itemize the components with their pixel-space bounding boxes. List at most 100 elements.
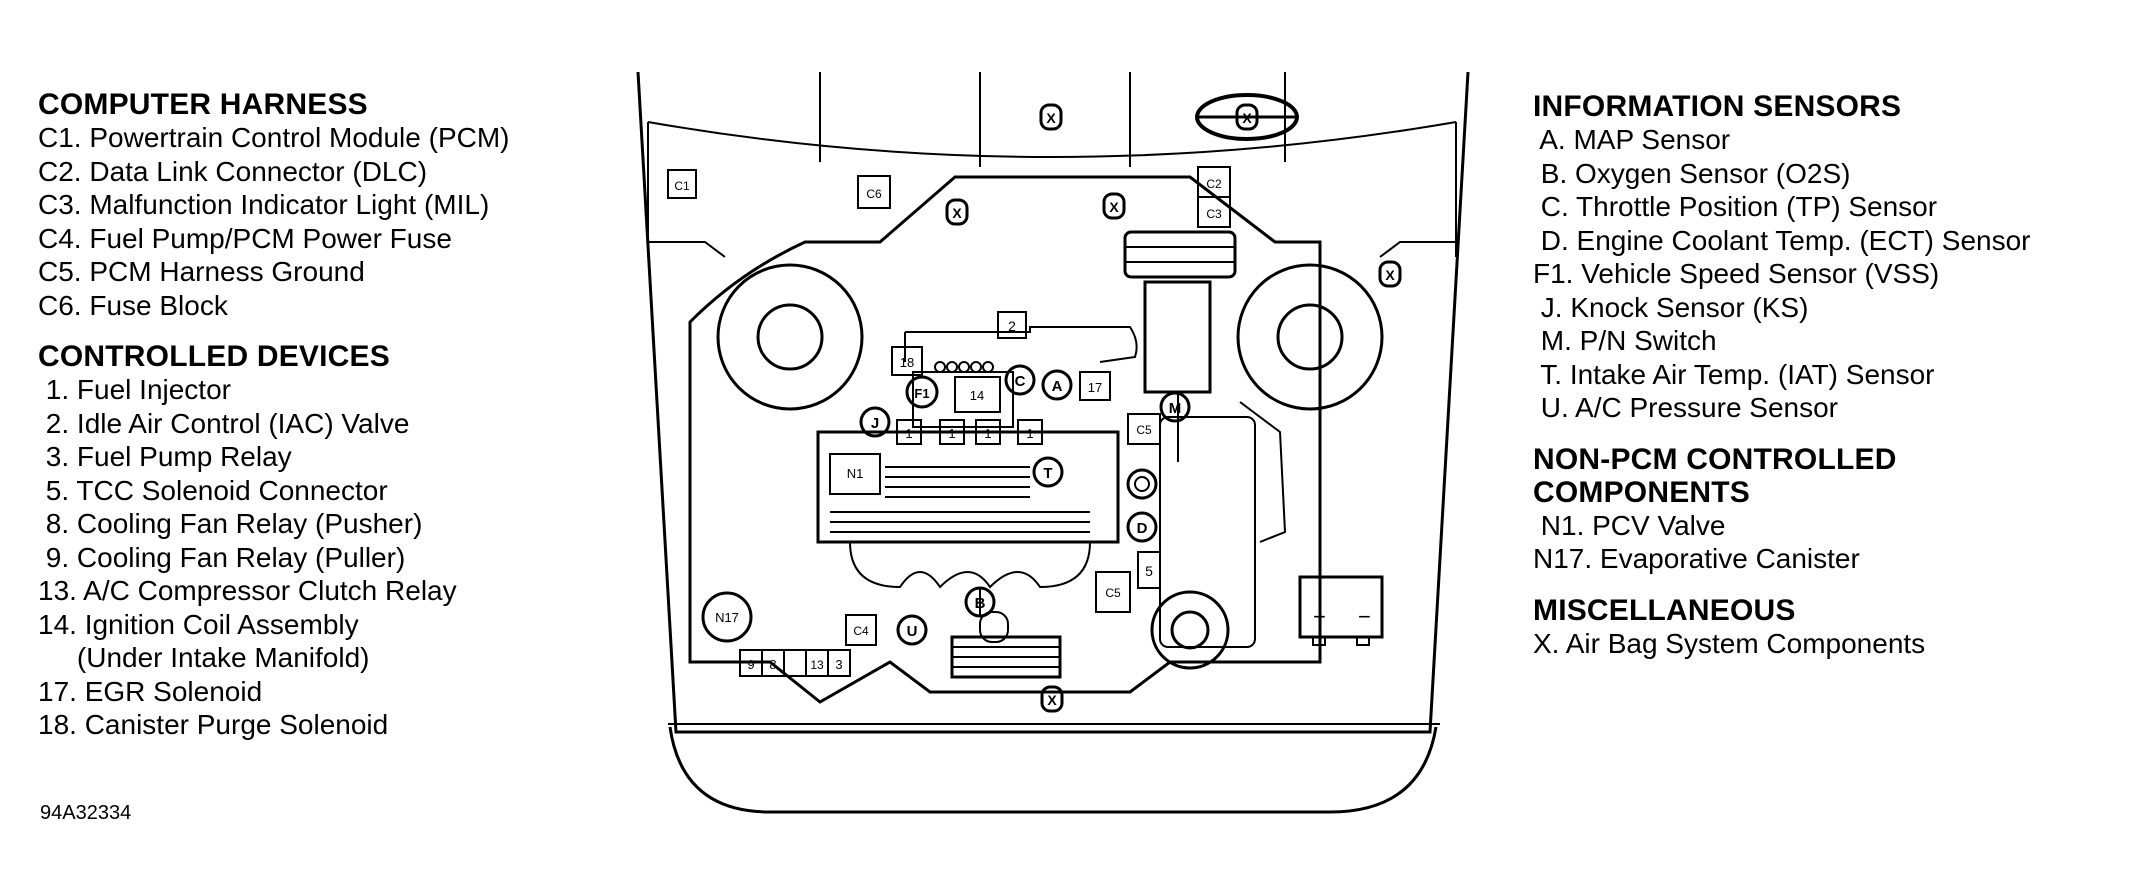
front-bumper	[668, 726, 1438, 814]
legend-item: 18. Canister Purge Solenoid	[38, 709, 389, 740]
battery-plus: +	[1313, 604, 1326, 629]
svg-text:M: M	[1169, 400, 1182, 417]
legend-item: M. P/N Switch	[1533, 325, 1717, 356]
c6-box: C6	[857, 175, 891, 209]
legend-item: C6. Fuse Block	[38, 289, 228, 321]
svg-text:X: X	[1242, 110, 1252, 126]
device-14-box: 14	[954, 376, 1001, 413]
svg-text:17: 17	[1088, 380, 1102, 395]
legend-item: U. A/C Pressure Sensor	[1533, 392, 1839, 423]
svg-text:C2: C2	[1206, 177, 1222, 191]
svg-text:X: X	[1385, 267, 1395, 283]
sensor-f1: F1	[905, 375, 939, 409]
sensor-a: A	[1041, 369, 1073, 401]
sensor-c: C	[1004, 364, 1036, 396]
sensor-t: T	[1032, 456, 1064, 488]
svg-text:C5: C5	[1136, 423, 1152, 437]
legend-item: C1. Powertrain Control Module (PCM)	[38, 122, 510, 153]
intake-manifold	[816, 430, 1120, 544]
legend-item: A. MAP Sensor	[1533, 124, 1731, 155]
engine-bay	[688, 175, 1322, 704]
svg-text:X: X	[1047, 692, 1057, 708]
svg-text:C1: C1	[674, 179, 690, 193]
left-legend: COMPUTER HARNESS C1. Powertrain Control …	[38, 88, 510, 742]
svg-text:N1: N1	[847, 466, 864, 481]
svg-text:X: X	[1046, 110, 1056, 126]
device-2-box: 2	[997, 311, 1027, 339]
n1-label: N1	[829, 453, 881, 495]
c2-box: C2	[1197, 166, 1231, 198]
legend-item: C4. Fuel Pump/PCM Power Fuse	[38, 222, 452, 254]
left-strut-tower	[716, 263, 864, 411]
legend-item: D. Engine Coolant Temp. (ECT) Sensor	[1533, 224, 2031, 256]
injector-box: 1	[939, 419, 965, 445]
device-18-box: 18	[891, 346, 923, 376]
airbag-marker: X	[1235, 103, 1259, 131]
airbag-marker: X	[1378, 260, 1402, 288]
legend-item: X. Air Bag System Components	[1533, 627, 1926, 659]
legend-item: C2. Data Link Connector (DLC)	[38, 155, 428, 187]
svg-text:13: 13	[810, 658, 824, 672]
svg-text:C3: C3	[1206, 207, 1222, 221]
figure-code: 94A32334	[40, 802, 132, 824]
injector-box: 1	[1017, 419, 1043, 445]
svg-text:14: 14	[970, 388, 984, 403]
device-17-box: 17	[1079, 371, 1111, 401]
legend-item: N1. PCV Valve	[1533, 509, 1726, 541]
svg-text:5: 5	[1145, 563, 1153, 579]
sensor-b: B	[964, 586, 996, 618]
miscellaneous-heading: MISCELLANEOUS	[1533, 593, 1796, 627]
legend-item: 17. EGR Solenoid	[38, 675, 263, 707]
svg-text:18: 18	[900, 355, 914, 370]
legend-item: C. Throttle Position (TP) Sensor	[1533, 191, 1938, 222]
svg-text:C6: C6	[866, 187, 882, 201]
airbag-marker: X	[1040, 685, 1064, 713]
airbag-marker: X	[945, 198, 969, 226]
legend-item: 5. TCC Solenoid Connector	[38, 474, 388, 506]
svg-text:F1: F1	[914, 386, 929, 401]
legend-item: 9. Cooling Fan Relay (Puller)	[38, 541, 406, 573]
legend-item: 1. Fuel Injector	[38, 374, 231, 405]
airbag-marker: X	[1039, 103, 1063, 131]
legend-item: 2. Idle Air Control (IAC) Valve	[38, 407, 410, 439]
legend-item: B. Oxygen Sensor (O2S)	[1533, 157, 1851, 189]
svg-text:T: T	[1043, 465, 1052, 482]
svg-text:1: 1	[905, 426, 912, 441]
non-pcm-heading-line2: COMPONENTS	[1533, 475, 1751, 509]
airbag-marker: X	[1102, 192, 1126, 220]
legend-item: 14. Ignition Coil Assembly	[38, 608, 359, 640]
c4-box: C4	[845, 614, 877, 646]
svg-text:B: B	[975, 595, 986, 612]
svg-text:C: C	[1015, 373, 1026, 390]
legend-item: C5. PCM Harness Ground	[38, 256, 365, 287]
battery-minus: −	[1358, 604, 1371, 629]
controlled-devices-heading: CONTROLLED DEVICES	[38, 340, 390, 373]
non-pcm-heading-line1: NON-PCM CONTROLLED	[1533, 442, 1897, 476]
svg-text:U: U	[907, 623, 918, 640]
sensor-u: U	[896, 614, 928, 646]
svg-text:8: 8	[769, 657, 776, 672]
svg-text:J: J	[871, 415, 879, 432]
c1-box: C1	[667, 169, 697, 199]
legend-item: C3. Malfunction Indicator Light (MIL)	[38, 189, 490, 220]
svg-text:1: 1	[948, 426, 955, 441]
engine-compartment-diagram: + − C1 C6 C2 C3 C5 C5 C4 N1 2	[636, 72, 1470, 814]
legend-item: 13. A/C Compressor Clutch Relay	[38, 575, 457, 606]
battery	[1298, 575, 1384, 639]
c5-box-upper: C5	[1127, 413, 1161, 445]
body-outline	[636, 72, 1470, 734]
cowl	[647, 121, 1457, 158]
evaporative-canister-n17: N17	[701, 591, 753, 643]
right-legend: INFORMATION SENSORS A. MAP Sensor B. Oxy…	[1533, 90, 2030, 660]
legend-item: (Under Intake Manifold)	[38, 642, 370, 673]
legend-item: F1. Vehicle Speed Sensor (VSS)	[1533, 258, 1940, 289]
sensor-d: D	[1126, 511, 1158, 543]
legend-item: 3. Fuel Pump Relay	[38, 441, 292, 472]
svg-text:9: 9	[747, 657, 754, 672]
c5-box-lower: C5	[1095, 571, 1131, 613]
legend-item: J. Knock Sensor (KS)	[1533, 291, 1809, 323]
legend-item: T. Intake Air Temp. (IAT) Sensor	[1533, 358, 1935, 390]
svg-text:X: X	[952, 205, 962, 221]
svg-text:C5: C5	[1105, 586, 1121, 600]
svg-text:3: 3	[835, 657, 842, 672]
